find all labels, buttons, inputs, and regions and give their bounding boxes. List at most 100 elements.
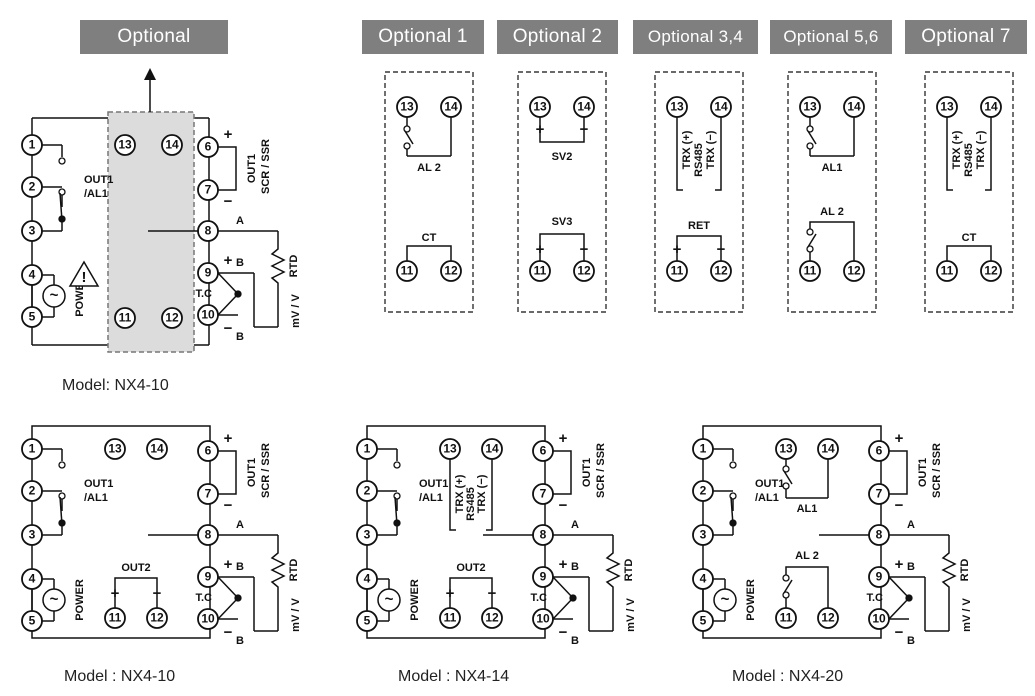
contact-point	[905, 594, 913, 602]
wire	[218, 450, 237, 495]
al1-label: /AL1	[84, 188, 108, 200]
terminal-10-number: 10	[201, 308, 215, 322]
terminal-13-number: 13	[400, 100, 414, 114]
plus-sign: +	[224, 126, 233, 143]
al1-label: /AL1	[755, 492, 779, 504]
terminal-9-number: 9	[876, 570, 883, 584]
terminal-12-number: 12	[821, 611, 835, 625]
terminal-6-number: 6	[205, 444, 212, 458]
wire	[406, 245, 452, 261]
terminal-11-number: 11	[444, 611, 457, 625]
rs485-label: RS485	[963, 143, 975, 177]
ct-label: CT	[962, 232, 977, 244]
terminal-11-number: 11	[780, 611, 793, 625]
b-label: B	[907, 561, 915, 573]
terminal-12-number: 12	[165, 311, 179, 325]
out1-label: OUT1	[84, 478, 113, 490]
terminal-2-number: 2	[29, 484, 36, 498]
terminal-1-number: 1	[29, 138, 36, 152]
contact-point	[729, 461, 737, 469]
al2-label: AL 2	[820, 206, 844, 218]
contact-point	[806, 125, 814, 133]
tc-lead	[552, 597, 574, 620]
terminal-10-number: 10	[536, 612, 550, 626]
power-label: POWER	[74, 579, 86, 621]
plus-sign: +	[895, 556, 904, 573]
wire	[783, 470, 793, 485]
optional-banner: Optional	[80, 20, 228, 54]
terminal-6-number: 6	[205, 140, 212, 154]
tc-label: T.C	[867, 592, 884, 604]
terminal-11-number: 11	[109, 611, 122, 625]
terminal-11-number: 11	[401, 264, 414, 278]
a-label: A	[236, 215, 244, 227]
tc-label: T.C	[196, 592, 213, 604]
terminal-12	[161, 307, 183, 329]
out1-right-label: OUT1	[246, 458, 258, 487]
a-label: A	[907, 519, 915, 531]
out1-label: OUT1	[84, 174, 113, 186]
contact-point	[393, 461, 401, 469]
terminal-5-number: 5	[364, 614, 371, 628]
terminal-3-number: 3	[700, 528, 707, 542]
wire	[486, 459, 493, 531]
caption-top-model: Model: NX4-10	[62, 377, 169, 394]
contact-point	[806, 228, 814, 236]
plus-sign: +	[536, 121, 545, 138]
rtd-label: RTD	[959, 559, 971, 582]
terminal-14-number: 14	[485, 442, 499, 456]
ac-wave-icon: ~	[50, 287, 59, 304]
terminal-6-number: 6	[540, 444, 547, 458]
minus-sign: −	[580, 121, 589, 138]
terminal-14-number: 14	[165, 138, 179, 152]
mv-v-label: mV / V	[625, 598, 637, 632]
terminal-13-number: 13	[940, 100, 954, 114]
b-label: B	[236, 561, 244, 573]
tc-lead	[217, 293, 239, 316]
terminal-12-number: 12	[714, 264, 728, 278]
terminal-13-number: 13	[108, 442, 122, 456]
optional-1-box	[384, 71, 474, 313]
minus-sign: −	[895, 497, 904, 514]
out1-right-label: OUT1	[246, 154, 258, 183]
optional-56-box	[787, 71, 877, 313]
scr-ssr-label: SCR / SSR	[260, 443, 272, 498]
ac-wave-icon: ~	[721, 591, 730, 608]
contact-point	[403, 125, 411, 133]
wire	[985, 117, 992, 191]
contact-point	[782, 465, 790, 473]
mv-v-label: mV / V	[961, 598, 973, 632]
a-label: A	[236, 519, 244, 531]
wire	[539, 233, 585, 261]
power-label: POWER	[745, 579, 757, 621]
terminal-11-number: 11	[941, 264, 954, 278]
plus-sign: +	[559, 430, 568, 447]
out1-label: OUT1	[755, 478, 784, 490]
trx-minus-label: TRX (−)	[476, 474, 488, 513]
optional-2-box	[517, 71, 607, 313]
rs485-label: RS485	[693, 143, 705, 177]
terminal-3-number: 3	[364, 528, 371, 542]
terminal-14	[146, 438, 168, 460]
wire	[676, 235, 722, 261]
contact-point	[58, 461, 66, 469]
wire	[114, 577, 158, 608]
terminal-12-number: 12	[847, 264, 861, 278]
tc-label: T.C	[531, 592, 548, 604]
trx-plus-label: TRX (+)	[681, 130, 693, 169]
a-label: A	[571, 519, 579, 531]
rtd-label: RTD	[623, 559, 635, 582]
b-label: B	[236, 331, 244, 343]
terminal-13-number: 13	[118, 138, 132, 152]
terminal-11-number: 11	[534, 264, 547, 278]
terminal-8-number: 8	[540, 528, 547, 542]
ac-wave-icon: ~	[50, 591, 59, 608]
wire	[218, 146, 237, 191]
optional-34-banner: Optional 3,4	[633, 20, 758, 54]
trx-minus-label: TRX (−)	[705, 130, 717, 169]
rtd-resistor	[270, 535, 286, 631]
minus-sign: −	[559, 497, 568, 514]
optional-56-banner: Optional 5,6	[770, 20, 892, 54]
optional-1-banner: Optional 1	[362, 20, 484, 54]
